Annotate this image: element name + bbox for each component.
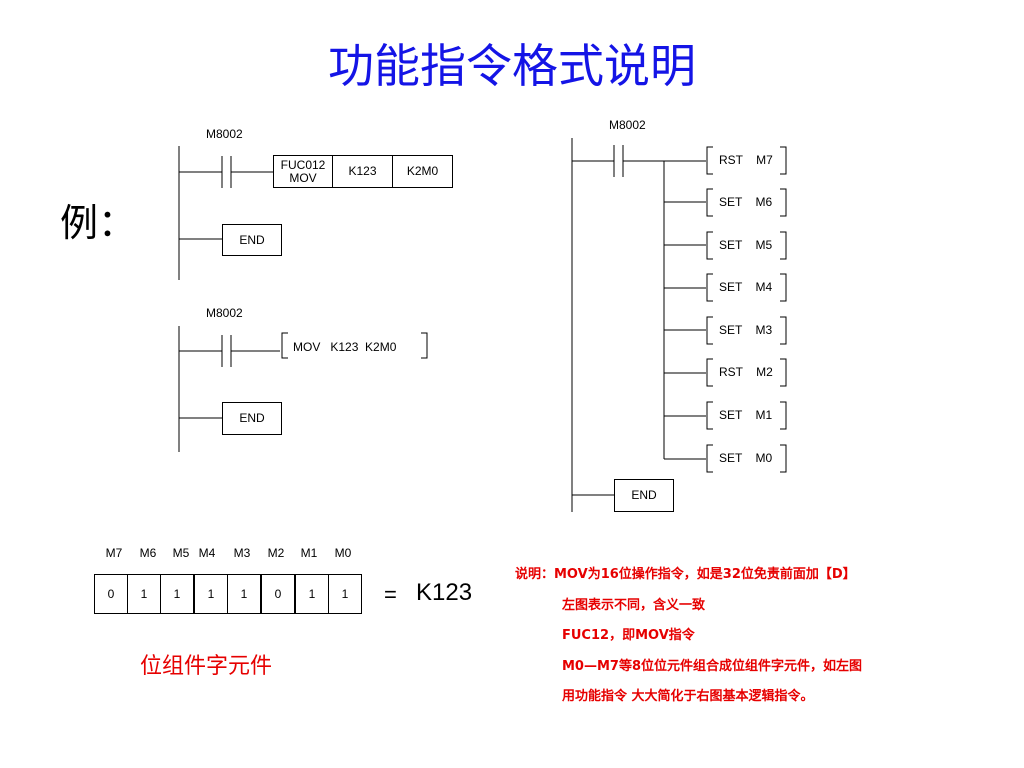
note-line-4: M0—M7等8位位元件组合成位组件字元件，如左图 — [562, 659, 863, 674]
note-line-3: FUC12，即MOV指令 — [562, 628, 695, 643]
note-line-2: 左图表示不同，含义一致 — [562, 598, 706, 613]
contact-label-m8002-2: M8002 — [206, 306, 243, 320]
note-line-5: 用功能指令 大大简化于右图基本逻辑指令。 — [562, 689, 814, 704]
note-line-1: 说明：MOV为16位操作指令，如是32位免责前面加【D】 — [515, 567, 856, 582]
coil-set-m1: SET M1 — [719, 408, 773, 422]
coil-set-m4: SET M4 — [719, 280, 773, 294]
coil-rst-m7: RST M7 — [719, 153, 773, 167]
bit-cell: 1 — [127, 574, 161, 614]
fuc-box-line1: FUC012 — [280, 157, 326, 172]
contact-label-m8002-1: M8002 — [206, 127, 243, 141]
bit-cell: 1 — [295, 574, 329, 614]
bit-header: M0 — [334, 546, 352, 560]
bit-header: M7 — [105, 546, 123, 560]
bit-cell: 1 — [194, 574, 228, 614]
end-box-1: END — [222, 224, 282, 256]
coil-set-m6: SET M6 — [719, 195, 773, 209]
mov-instruction: MOV K123 K2M0 — [293, 340, 397, 354]
contact-label-m8002-3: M8002 — [609, 118, 646, 132]
fuc-box: FUC012 MOV — [273, 155, 333, 188]
coil-set-m5: SET M5 — [719, 238, 773, 252]
end-box-2: END — [222, 402, 282, 435]
bit-cell: 0 — [261, 574, 295, 614]
bit-cell: 1 — [328, 574, 362, 614]
bit-header: M3 — [233, 546, 251, 560]
bit-header: M1 — [300, 546, 318, 560]
bit-cell: 0 — [94, 574, 128, 614]
result-constant: K123 — [416, 579, 473, 606]
fuc-box-line2: MOV — [289, 170, 317, 185]
bit-header: M6 — [139, 546, 157, 560]
coil-set-m0: SET M0 — [719, 451, 773, 465]
dest-operand-box: K2M0 — [392, 155, 453, 188]
bit-header: M2 — [267, 546, 285, 560]
example-label: 例： — [60, 201, 137, 245]
bit-cell: 1 — [160, 574, 194, 614]
bit-cell: 1 — [227, 574, 261, 614]
equals-sign: = — [384, 582, 397, 607]
bit-header: M4 — [198, 546, 216, 560]
coil-rst-m2: RST M2 — [719, 365, 773, 379]
end-box-3: END — [614, 479, 674, 512]
source-operand-box: K123 — [332, 155, 393, 188]
bit-caption: 位组件字元件 — [140, 654, 273, 679]
coil-set-m3: SET M3 — [719, 323, 773, 337]
bit-header: M5 — [172, 546, 190, 560]
page-title: 功能指令格式说明 — [328, 39, 696, 93]
